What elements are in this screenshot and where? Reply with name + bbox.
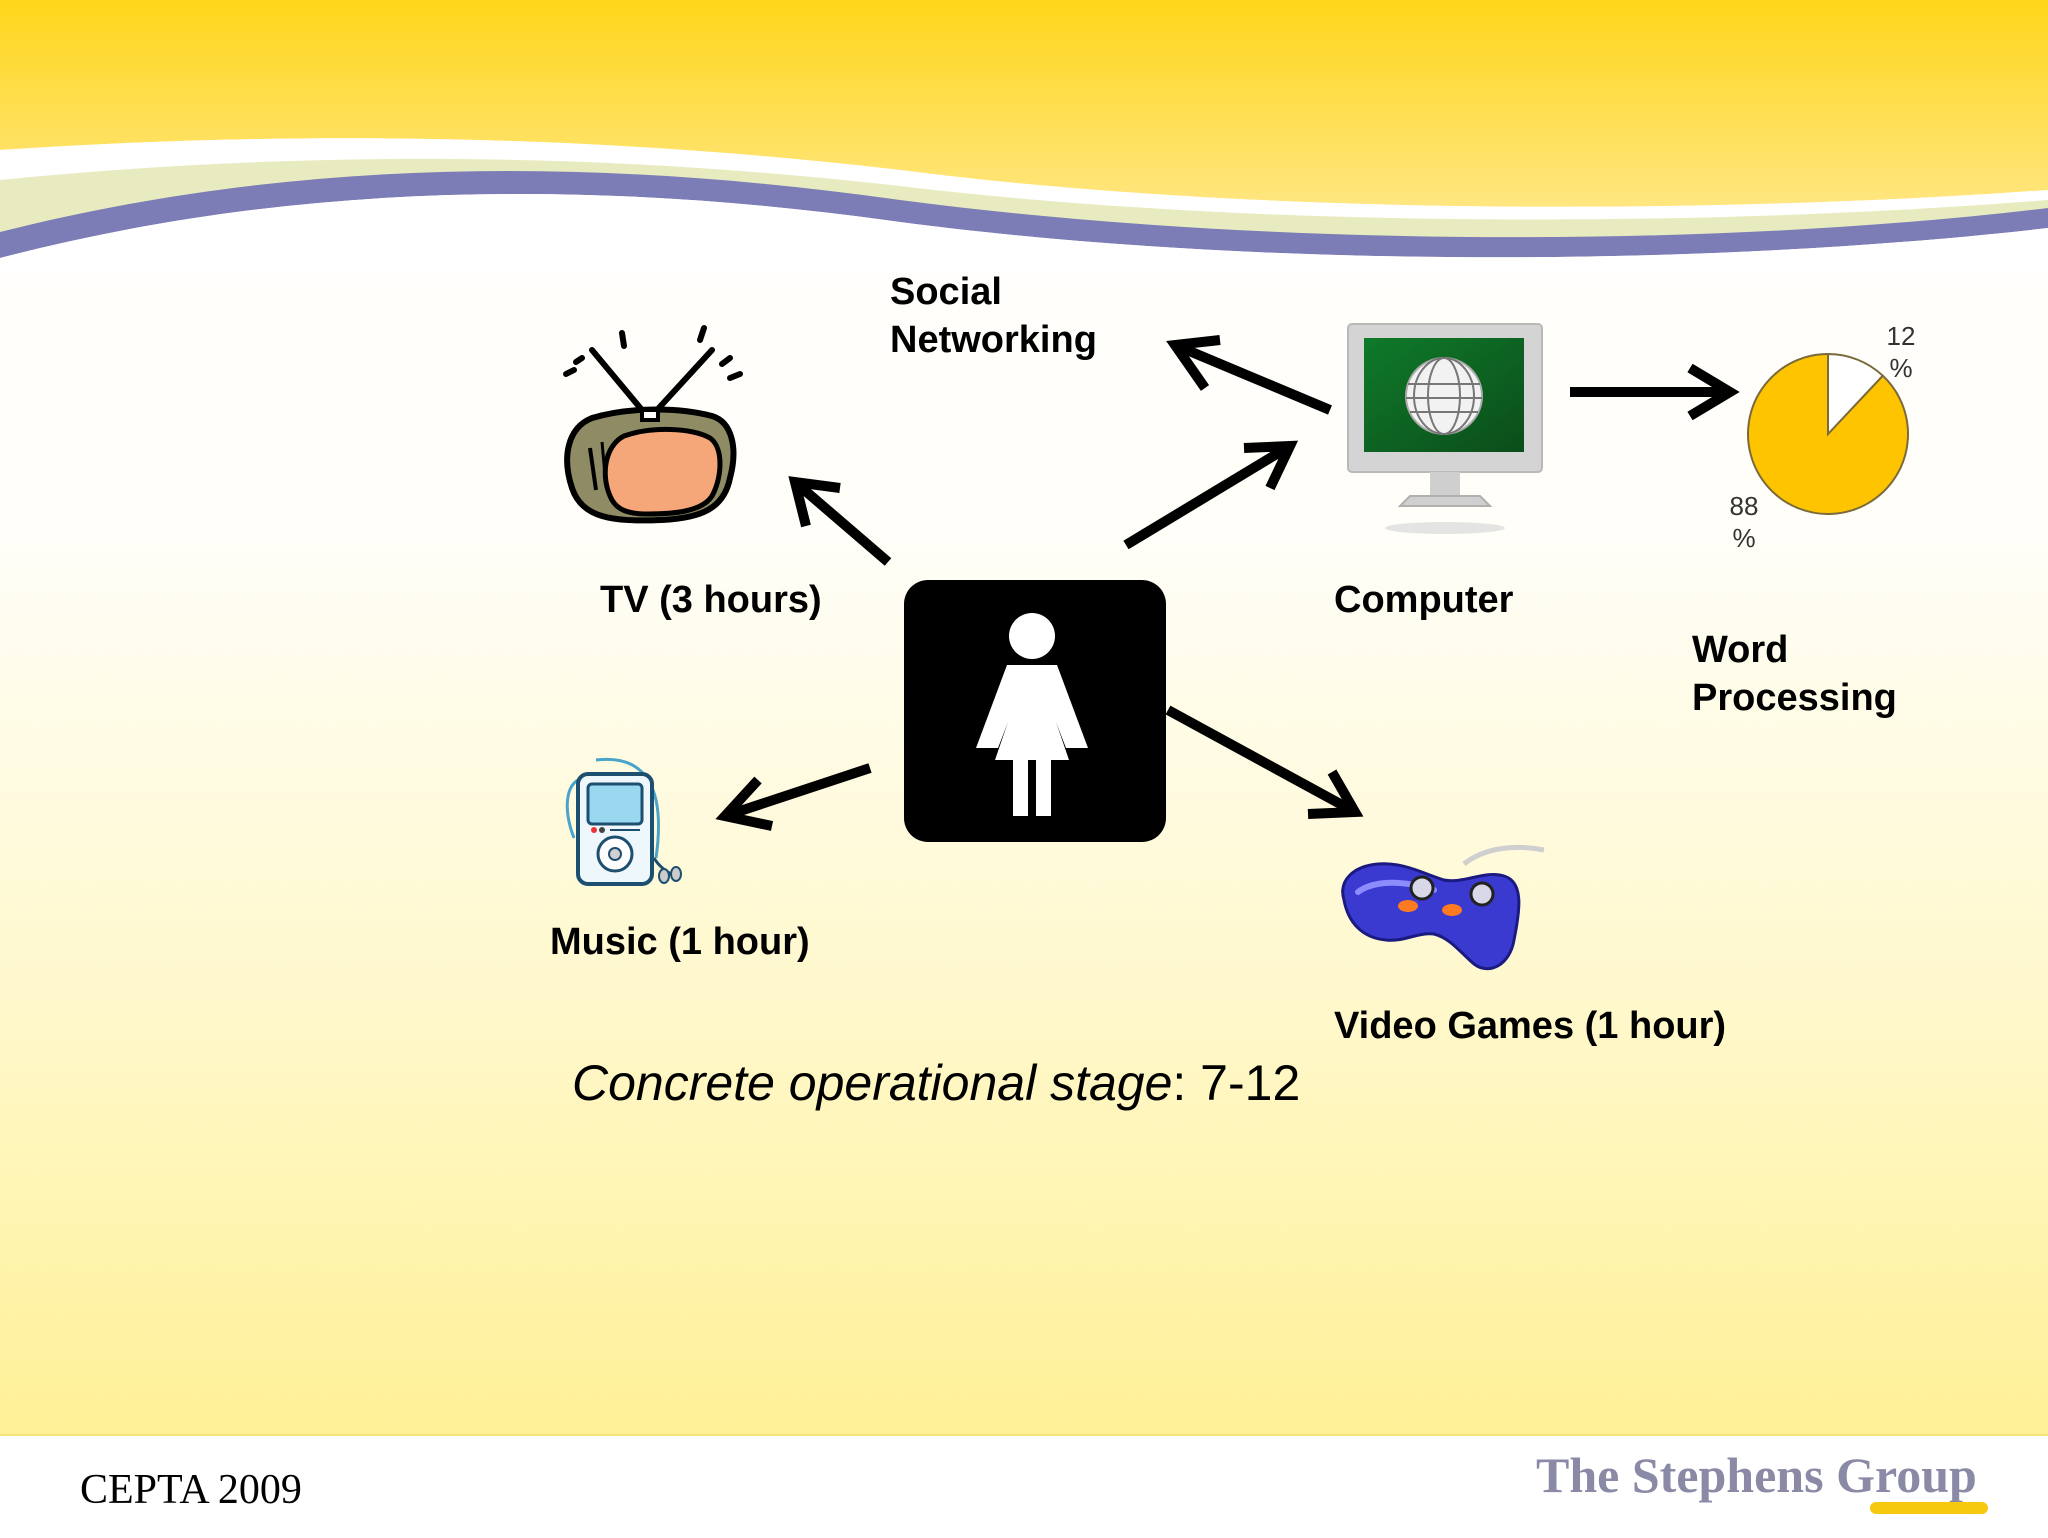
label-tv: TV (3 hours) bbox=[600, 579, 822, 621]
label-music: Music (1 hour) bbox=[550, 921, 810, 963]
pie-slices bbox=[1747, 352, 1909, 515]
label-social-networking: Social Networking bbox=[890, 268, 1097, 364]
footer-left-text: CEPTA 2009 bbox=[80, 1467, 302, 1513]
pie-chart-icon bbox=[1747, 352, 1909, 515]
arrow-to-tv bbox=[791, 478, 892, 566]
pie-label-12-value: 12 bbox=[1886, 321, 1916, 351]
header-wave bbox=[0, 0, 2048, 270]
label-word-line2: Processing bbox=[1692, 677, 1897, 719]
label-word-line1: Word bbox=[1692, 629, 1789, 671]
label-video-games: Video Games (1 hour) bbox=[1334, 1005, 1727, 1047]
brand-underline bbox=[1870, 1502, 1988, 1514]
music-player-icon bbox=[565, 757, 682, 886]
arrow-to-games bbox=[1165, 705, 1358, 817]
pie-label-12: 12 % bbox=[1881, 320, 1921, 384]
label-social-line2: Networking bbox=[890, 319, 1097, 361]
tv-icon bbox=[563, 325, 743, 524]
gamepad-icon bbox=[1341, 844, 1545, 971]
computer-icon bbox=[1347, 323, 1543, 534]
arrow-to-computer bbox=[1123, 441, 1293, 550]
person-icon bbox=[904, 580, 1166, 842]
arrow-to-music bbox=[723, 763, 872, 821]
footer-brand: The Stephens Group bbox=[1536, 1447, 1977, 1503]
pie-label-88-value: 88 bbox=[1729, 491, 1759, 521]
label-word-processing: Word Processing bbox=[1692, 626, 1897, 722]
caption-stage-name: Concrete operational stage bbox=[572, 1055, 1173, 1111]
arrow-to-social bbox=[1173, 340, 1332, 415]
stage-caption: Concrete operational stage: 7-12 bbox=[572, 1054, 1300, 1112]
footer bbox=[0, 1434, 2048, 1538]
caption-age-range: : 7-12 bbox=[1172, 1055, 1301, 1111]
pie-label-88-unit: % bbox=[1732, 523, 1756, 553]
label-social-line1: Social bbox=[890, 271, 1002, 313]
pie-slice-12 bbox=[1827, 352, 1885, 437]
pie-label-88: 88 % bbox=[1724, 490, 1764, 554]
label-computer: Computer bbox=[1334, 579, 1514, 621]
pie-label-12-unit: % bbox=[1889, 353, 1913, 383]
